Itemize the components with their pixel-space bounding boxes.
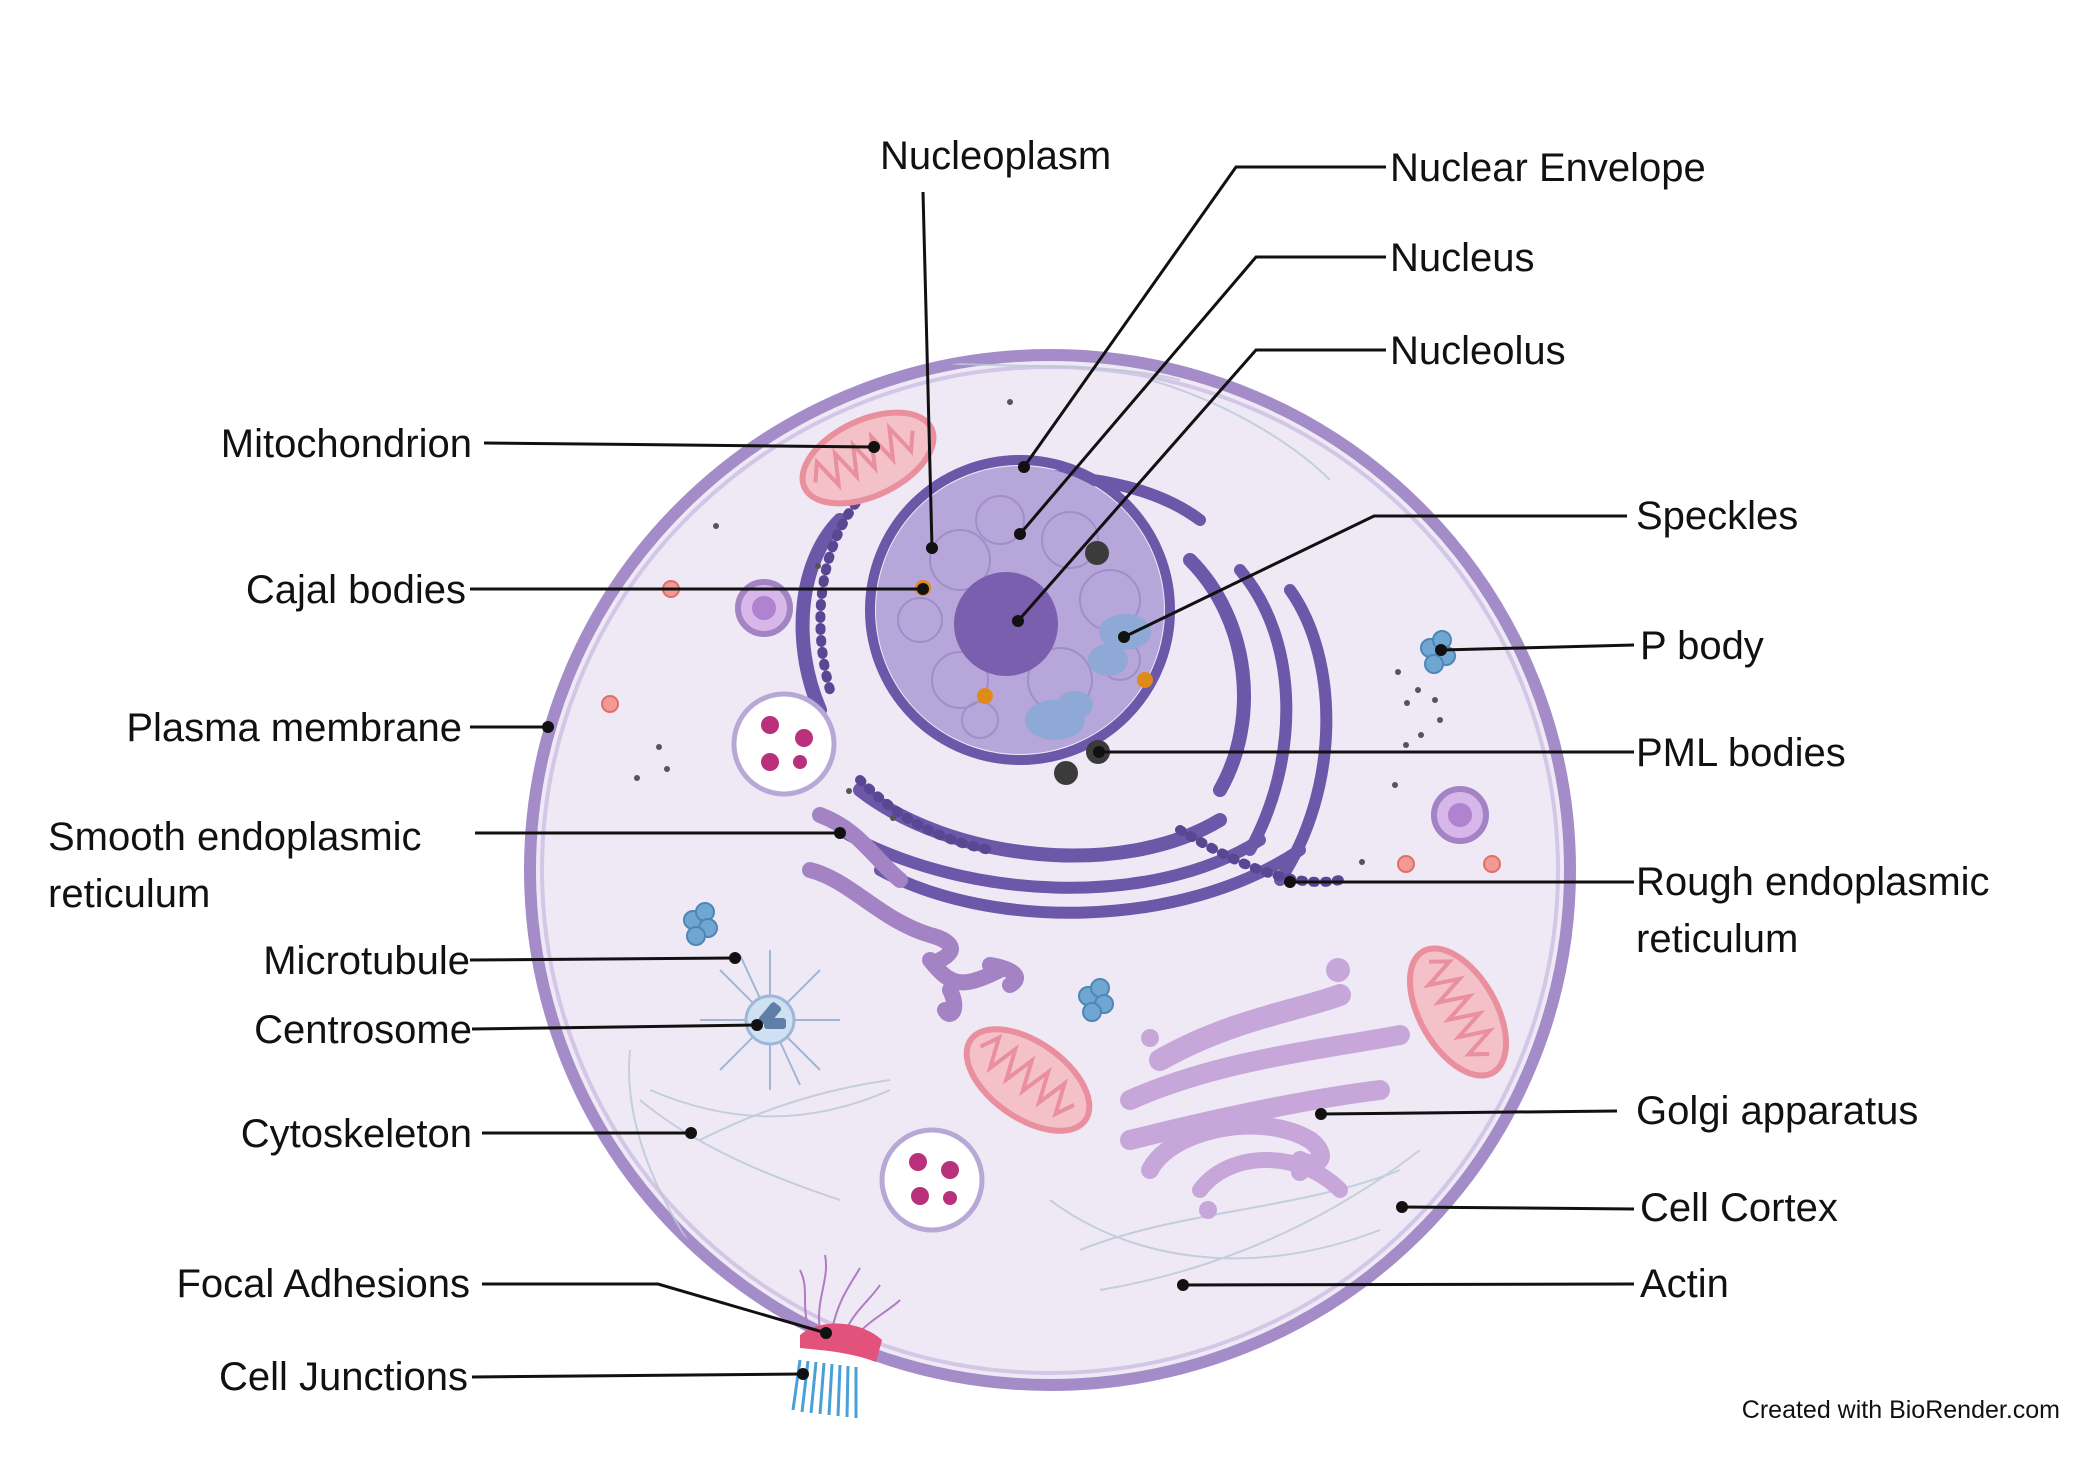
p-body [1078, 978, 1114, 1022]
label-p-body: P body [1640, 624, 1764, 668]
peroxisome [879, 1127, 985, 1233]
p-body [683, 902, 718, 946]
label-speckles: Speckles [1636, 494, 1798, 538]
cell-junction [791, 1359, 858, 1418]
labels-left: Mitochondrion Cajal bodies Plasma membra… [48, 422, 472, 1399]
label-rough-er-line2: reticulum [1636, 917, 1798, 961]
label-mitochondrion: Mitochondrion [221, 422, 472, 466]
label-rough-er-line1: Rough endoplasmic [1636, 860, 1990, 904]
p-bodies [683, 630, 1456, 1022]
pml-bodies [1054, 541, 1110, 785]
label-golgi-apparatus: Golgi apparatus [1636, 1089, 1918, 1133]
label-smooth-er-line2: reticulum [48, 872, 210, 916]
golgi-apparatus [1120, 958, 1410, 1219]
nuclear-envelope [865, 455, 1175, 765]
nucleolus [954, 572, 1058, 676]
centrosome [700, 950, 840, 1090]
smooth-er [802, 807, 1024, 1022]
peroxisome [731, 691, 837, 797]
label-nucleolus: Nucleolus [1390, 329, 1566, 373]
label-focal-adhesions: Focal Adhesions [176, 1262, 470, 1306]
label-nucleus: Nucleus [1390, 236, 1535, 280]
label-cell-cortex: Cell Cortex [1640, 1186, 1838, 1230]
labels-top: Nucleoplasm Nuclear Envelope Nucleus Nuc… [880, 134, 1706, 373]
label-microtubule: Microtubule [263, 939, 470, 983]
label-nucleoplasm: Nucleoplasm [880, 134, 1111, 178]
particles [634, 399, 1443, 865]
label-pml-bodies: PML bodies [1636, 731, 1846, 775]
label-cajal-bodies: Cajal bodies [246, 568, 466, 612]
labels-right: Speckles P body PML bodies Rough endopla… [1636, 494, 1990, 1306]
mitochondrion [799, 409, 937, 507]
credit-text: Created with BioRender.com [1742, 1396, 2060, 1424]
label-smooth-er-line1: Smooth endoplasmic [48, 815, 422, 859]
label-cytoskeleton: Cytoskeleton [241, 1112, 472, 1156]
mitochondria [799, 409, 1510, 1134]
label-centrosome: Centrosome [254, 1008, 472, 1052]
label-plasma-membrane: Plasma membrane [126, 706, 462, 750]
speckles [1025, 614, 1151, 740]
label-actin: Actin [1640, 1262, 1729, 1306]
mitochondrion [963, 1026, 1093, 1134]
label-nuclear-envelope: Nuclear Envelope [1390, 146, 1706, 190]
plasma-membrane [524, 349, 1576, 1391]
leader-lines [469, 165, 1635, 1380]
vesicles [601, 399, 1501, 1233]
label-cell-junctions: Cell Junctions [219, 1355, 468, 1399]
mitochondrion [1406, 945, 1510, 1079]
